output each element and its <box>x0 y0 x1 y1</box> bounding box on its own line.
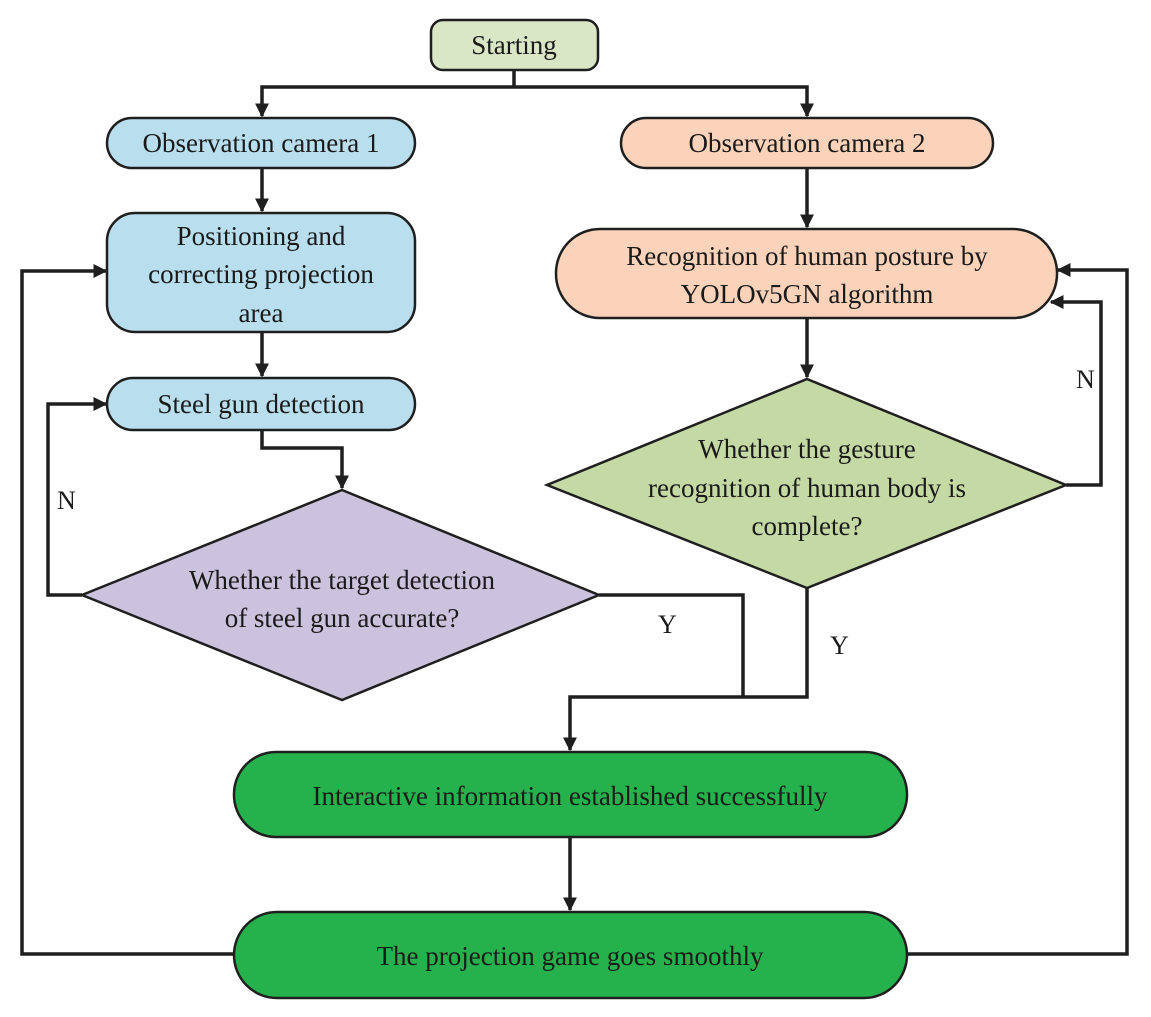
steel-gun-shape <box>105 376 417 432</box>
decision-gesture-label-line-1: Whether the gesture <box>698 434 915 464</box>
decision-steel-shape <box>78 488 603 702</box>
posture-label-line-1: Recognition of human posture by <box>626 241 988 271</box>
node-interactive: Interactive information established succ… <box>232 750 909 839</box>
interactive-label: Interactive information established succ… <box>312 781 828 811</box>
node-camera2: Observation camera 2 <box>619 116 995 170</box>
edge-gesture-no-loop <box>1049 295 1103 487</box>
decision-gesture-label-line-2: recognition of human body is <box>648 473 966 503</box>
camera2-label: Observation camera 2 <box>689 128 926 158</box>
game-label: The projection game goes smoothly <box>377 941 764 971</box>
positioning-shape <box>105 211 417 334</box>
posture-shape <box>554 227 1059 320</box>
edge-start-to-camera1 <box>255 85 514 118</box>
node-decision-steel: Whether the target detection of steel gu… <box>78 488 603 702</box>
decision-steel-label-line-1: Whether the target detection <box>189 565 496 595</box>
node-posture: Recognition of human posture by YOLOv5GN… <box>554 227 1059 320</box>
decision-steel-label-line-2: of steel gun accurate? <box>225 603 460 633</box>
camera1-shape <box>105 116 417 170</box>
edge-label-gesture-no: N <box>1076 365 1095 394</box>
interactive-shape <box>232 750 909 839</box>
start-shape <box>429 18 600 72</box>
camera2-shape <box>619 116 995 170</box>
edge-label-gesture-yes: Y <box>830 631 849 660</box>
decision-gesture-shape <box>543 377 1070 590</box>
node-steel-gun: Steel gun detection <box>105 376 417 432</box>
edge-steelgun-to-decision <box>260 430 349 490</box>
edge-game-loop-left <box>20 264 234 956</box>
edges <box>20 70 1129 956</box>
edge-start-to-camera2 <box>514 85 814 118</box>
edge-label-steel-yes: Y <box>658 610 677 639</box>
node-decision-gesture: Whether the gesture recognition of human… <box>543 377 1070 590</box>
positioning-label-line-2: correcting projection <box>148 259 374 289</box>
node-start: Starting <box>429 18 600 72</box>
start-label: Starting <box>471 30 557 60</box>
game-shape <box>232 910 909 1000</box>
edge-steel-yes <box>599 593 745 697</box>
node-camera1: Observation camera 1 <box>105 116 417 170</box>
node-positioning: Positioning and correcting projection ar… <box>105 211 417 334</box>
node-game: The projection game goes smoothly <box>232 910 909 1000</box>
positioning-label-line-3: area <box>239 298 284 328</box>
posture-label-line-2: YOLOv5GN algorithm <box>681 279 934 309</box>
edge-steel-no-loop <box>46 397 108 597</box>
steel-gun-label: Steel gun detection <box>158 389 365 419</box>
edge-gesture-yes <box>563 588 809 752</box>
positioning-label-line-1: Positioning and <box>177 221 346 251</box>
edge-game-loop-right <box>907 263 1129 956</box>
camera1-label: Observation camera 1 <box>143 128 380 158</box>
edge-label-steel-no: N <box>57 486 76 515</box>
decision-gesture-label-line-3: complete? <box>752 511 863 541</box>
